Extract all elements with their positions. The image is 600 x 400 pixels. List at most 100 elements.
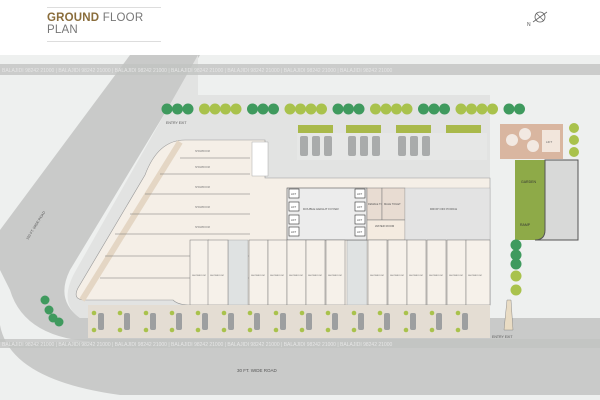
tree — [510, 284, 522, 296]
watermark-band-top — [0, 64, 600, 75]
parking-label-4 — [446, 125, 481, 133]
tree — [91, 327, 97, 333]
site-background — [0, 55, 600, 400]
tree — [325, 310, 331, 316]
tree — [351, 310, 357, 316]
female-toilet — [366, 187, 383, 221]
tree — [316, 103, 327, 115]
tree — [247, 327, 253, 333]
wedge-showroom-label: SHOWROOM — [195, 206, 210, 209]
parking-label-3 — [396, 125, 431, 133]
lift-label: LIFT — [291, 219, 297, 222]
lift-label: LIFT — [291, 206, 297, 209]
guard-booth — [503, 299, 514, 331]
tree — [182, 103, 194, 115]
showroom-label: SHOWROOM — [409, 275, 423, 277]
tree — [257, 103, 269, 115]
showroom-unit — [305, 239, 326, 306]
showroom-unit — [446, 239, 467, 306]
lift — [288, 226, 300, 237]
tree — [221, 310, 227, 316]
tree — [466, 103, 477, 115]
car — [124, 313, 130, 330]
tree — [401, 103, 413, 115]
wedge-showroom-label: SHOWROOM — [195, 150, 210, 153]
lift — [354, 188, 366, 199]
porch — [404, 187, 491, 241]
tree — [455, 103, 467, 115]
car — [348, 136, 356, 156]
tree — [161, 103, 173, 115]
car — [358, 313, 364, 330]
tree — [172, 103, 183, 115]
road-left-label: 100 FT. WIDE ROAD — [25, 210, 46, 240]
tree — [295, 103, 306, 115]
wedge-showroom-label: SHOWROOM — [195, 186, 210, 189]
showroom-label: SHOWROOM — [370, 275, 384, 277]
watermark-bottom: BALAJIDI 98242 21000 | BALAJIDI 98242 21… — [2, 342, 393, 348]
tree — [391, 103, 402, 115]
lift-label: LIFT — [291, 193, 297, 196]
car — [360, 136, 368, 156]
male-toilet-label: MALE TOILET — [384, 202, 401, 206]
showroom-unit — [248, 239, 269, 306]
lift-label: LIFT — [357, 193, 363, 196]
tree — [169, 310, 175, 316]
road-bottom-label: 30 FT. WIDE ROAD — [237, 368, 278, 373]
lift — [354, 214, 366, 225]
core — [286, 187, 368, 241]
tree — [169, 327, 175, 333]
plaza-lift-label: LIFT — [546, 140, 552, 144]
tree — [418, 103, 429, 115]
lift — [354, 226, 366, 237]
cars-bottom — [40, 295, 468, 333]
tree — [221, 327, 227, 333]
wedge-showroom-label: SHOWROOM — [195, 248, 210, 251]
showroom-unit — [406, 239, 427, 306]
showroom-unit — [387, 239, 408, 306]
showroom-label: SHOWROOM — [449, 275, 463, 277]
staircase-top — [251, 141, 269, 177]
entry-exit-label-2: ENTRY EXIT — [492, 335, 513, 339]
car — [332, 313, 338, 330]
showroom-label: SHOWROOM — [270, 275, 284, 277]
tree — [40, 295, 50, 305]
tree — [54, 317, 64, 327]
tree — [510, 249, 522, 261]
car — [306, 313, 312, 330]
tree — [510, 239, 522, 251]
walkway — [79, 140, 183, 302]
tree — [230, 103, 242, 115]
compass-n: N — [527, 22, 531, 28]
car — [300, 136, 308, 156]
staircase-right — [346, 239, 368, 306]
tree — [91, 310, 97, 316]
tree — [380, 103, 392, 115]
car — [280, 313, 286, 330]
tree — [284, 103, 296, 115]
tree — [569, 135, 579, 145]
site-plot — [67, 55, 490, 318]
tree — [514, 103, 525, 115]
tree — [305, 103, 317, 115]
showroom-unit — [286, 239, 307, 306]
tree — [220, 103, 231, 115]
parking-top — [297, 125, 487, 160]
lift — [288, 214, 300, 225]
tree — [195, 310, 201, 316]
watermark-band-bottom — [0, 339, 600, 348]
plaza-tree-3 — [527, 140, 539, 152]
showroom-label: SHOWROOM — [390, 275, 404, 277]
page-title: GROUND FLOOR PLAN — [47, 7, 161, 42]
tree — [370, 103, 381, 115]
porch-label: DROP OFF PORCH — [430, 207, 457, 211]
cars — [300, 136, 430, 156]
showroom-label: SHOWROOM — [192, 275, 206, 277]
tree — [143, 327, 149, 333]
tree — [247, 310, 253, 316]
plaza-tree-2 — [519, 128, 531, 140]
tree-row — [161, 103, 525, 115]
tree — [353, 103, 365, 115]
tree — [299, 327, 305, 333]
parking-label-2 — [346, 125, 381, 133]
